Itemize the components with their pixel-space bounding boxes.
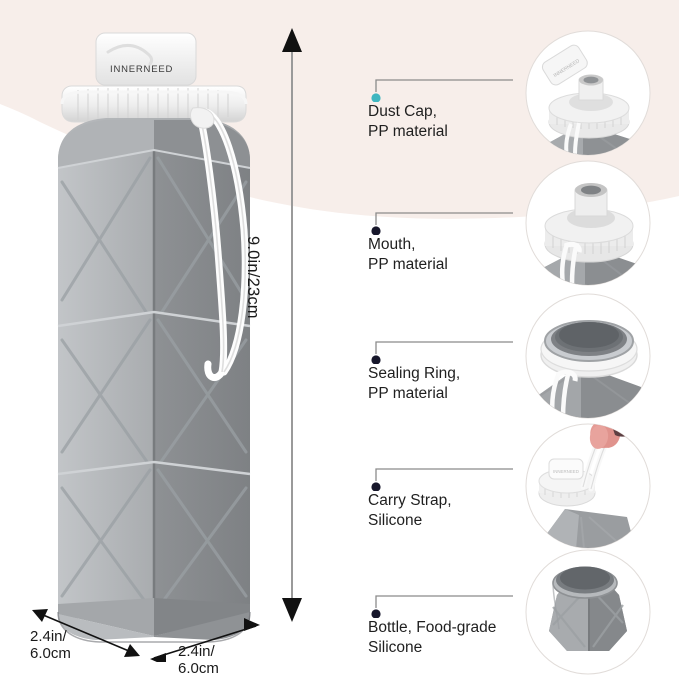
- dust-cap-part: INNERNEED: [95, 32, 197, 86]
- width-dimension-arrows: [14, 596, 294, 662]
- carry-strap-loop-shading: [199, 111, 246, 373]
- mouth-thumbnail: [523, 158, 653, 288]
- screw-collar-part: [60, 85, 248, 123]
- leader-line-carry-strap: [368, 465, 513, 491]
- callout-label-bottle: Bottle, Food-grade Silicone: [368, 619, 497, 656]
- height-dimension-label: 9.0in/23cm: [244, 236, 262, 319]
- bullet-dot-icon: [371, 609, 381, 618]
- bottle-base: [57, 598, 251, 643]
- strap-anchor-knot: [190, 107, 215, 129]
- leader-line-mouth: [368, 209, 513, 235]
- leader-line-dust-cap: [368, 76, 513, 102]
- height-dimension-arrow: [272, 28, 312, 622]
- bullet-dot-icon: [371, 355, 381, 364]
- sealing-ring-thumbnail: [523, 291, 653, 421]
- bottle-thumbnail: [523, 547, 653, 677]
- dust-cap-thumbnail: INNERNEED: [523, 28, 653, 158]
- svg-text:INNERNEED: INNERNEED: [553, 469, 579, 474]
- bottle-segment-2: [57, 310, 251, 478]
- leader-line-bottle: [368, 592, 513, 618]
- bottle-segment-1: [57, 148, 251, 330]
- carry-strap-thumbnail: INNERNEED: [523, 421, 653, 551]
- svg-text:INNERNEED: INNERNEED: [110, 64, 173, 75]
- leader-line-sealing-ring: [368, 338, 513, 364]
- bottle-segment-3: [57, 460, 251, 620]
- width-left-label: 2.4in/ 6.0cm: [30, 628, 71, 662]
- callout-label-carry-strap: Carry Strap, Silicone: [368, 492, 452, 529]
- callout-label-dust-cap: Dust Cap, PP material: [368, 103, 448, 140]
- callout-label-sealing-ring: Sealing Ring, PP material: [368, 365, 461, 402]
- hero-bottle-illustration: INNERNEED: [57, 32, 251, 643]
- bullet-dot-icon: [371, 93, 381, 102]
- callout-label-mouth: Mouth, PP material: [368, 236, 448, 273]
- width-right-label: 2.4in/ 6.0cm: [178, 643, 219, 677]
- bullet-dot-icon: [371, 482, 381, 491]
- bullet-dot-icon: [371, 226, 381, 235]
